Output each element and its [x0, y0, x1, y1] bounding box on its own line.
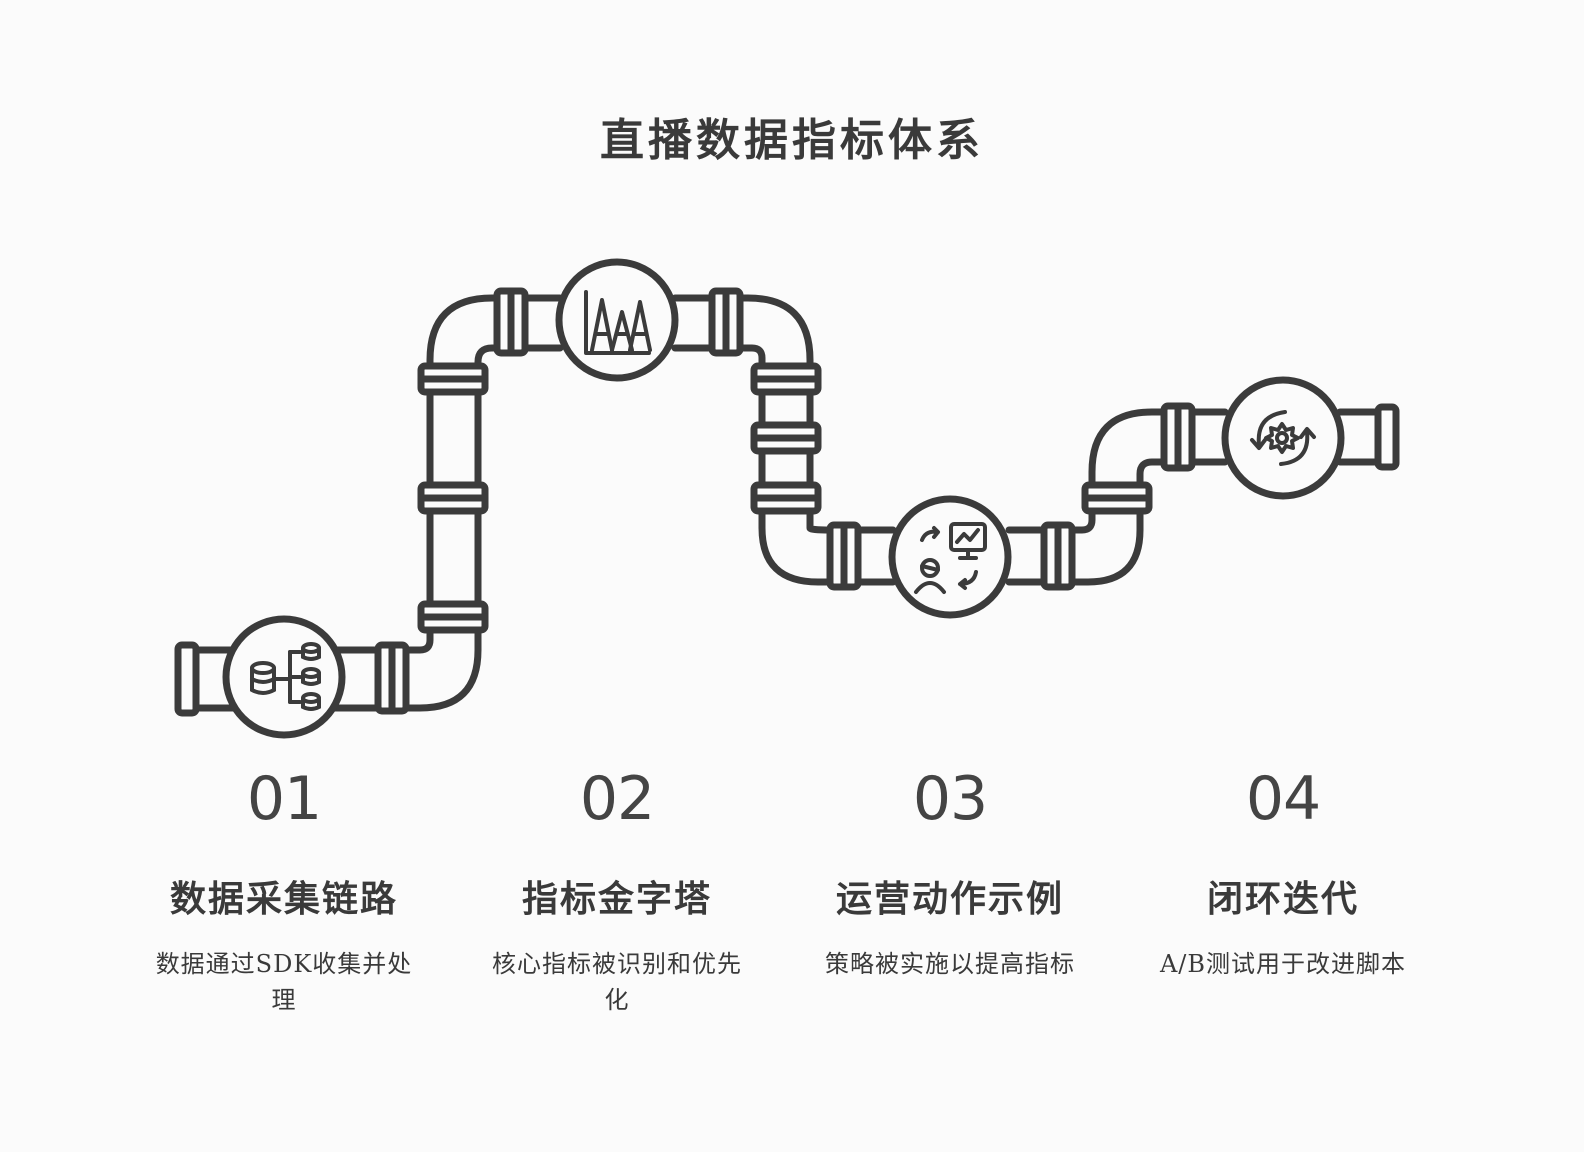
meter-circle-2 [555, 258, 679, 382]
step-description: A/B测试用于改进脚本 [1159, 950, 1407, 978]
step-1: 01 数据采集链路 数据通过SDK收集并处理 [134, 764, 434, 1018]
pipe-segment-3 [1005, 408, 1229, 586]
step-title: 运营动作示例 [835, 878, 1064, 920]
step-number: 04 [1245, 764, 1321, 834]
pipe-segment-1 [191, 294, 564, 712]
pipe-segment-4 [1336, 408, 1384, 466]
pipe-collars [374, 287, 1196, 715]
step-description: 核心指标被识别和优先化 [492, 950, 742, 1014]
pipe-segment-2 [671, 294, 897, 586]
database-hierarchy-icon [250, 642, 321, 711]
step-title: 指标金字塔 [521, 878, 712, 920]
meter-circle-3 [888, 495, 1012, 619]
meter-circle-4 [1221, 376, 1345, 500]
step-description: 数据通过SDK收集并处理 [155, 950, 413, 1014]
step-title: 闭环迭代 [1206, 878, 1359, 920]
end-cap-right [1374, 403, 1400, 471]
pyramid-chart-icon [584, 290, 652, 355]
step-title: 数据采集链路 [169, 878, 398, 920]
step-2: 02 指标金字塔 核心指标被识别和优先化 [467, 764, 767, 1018]
gear-cycle-icon [1250, 410, 1316, 466]
step-number: 01 [246, 764, 322, 834]
presentation-user-icon [914, 522, 987, 594]
end-cap-left [174, 641, 200, 717]
step-number: 03 [912, 764, 988, 834]
step-number: 02 [579, 764, 655, 834]
step-description: 策略被实施以提高指标 [825, 950, 1075, 978]
step-3: 03 运营动作示例 策略被实施以提高指标 [800, 764, 1100, 982]
step-4: 04 闭环迭代 A/B测试用于改进脚本 [1133, 764, 1433, 982]
diagram-title: 直播数据指标体系 [600, 115, 984, 166]
